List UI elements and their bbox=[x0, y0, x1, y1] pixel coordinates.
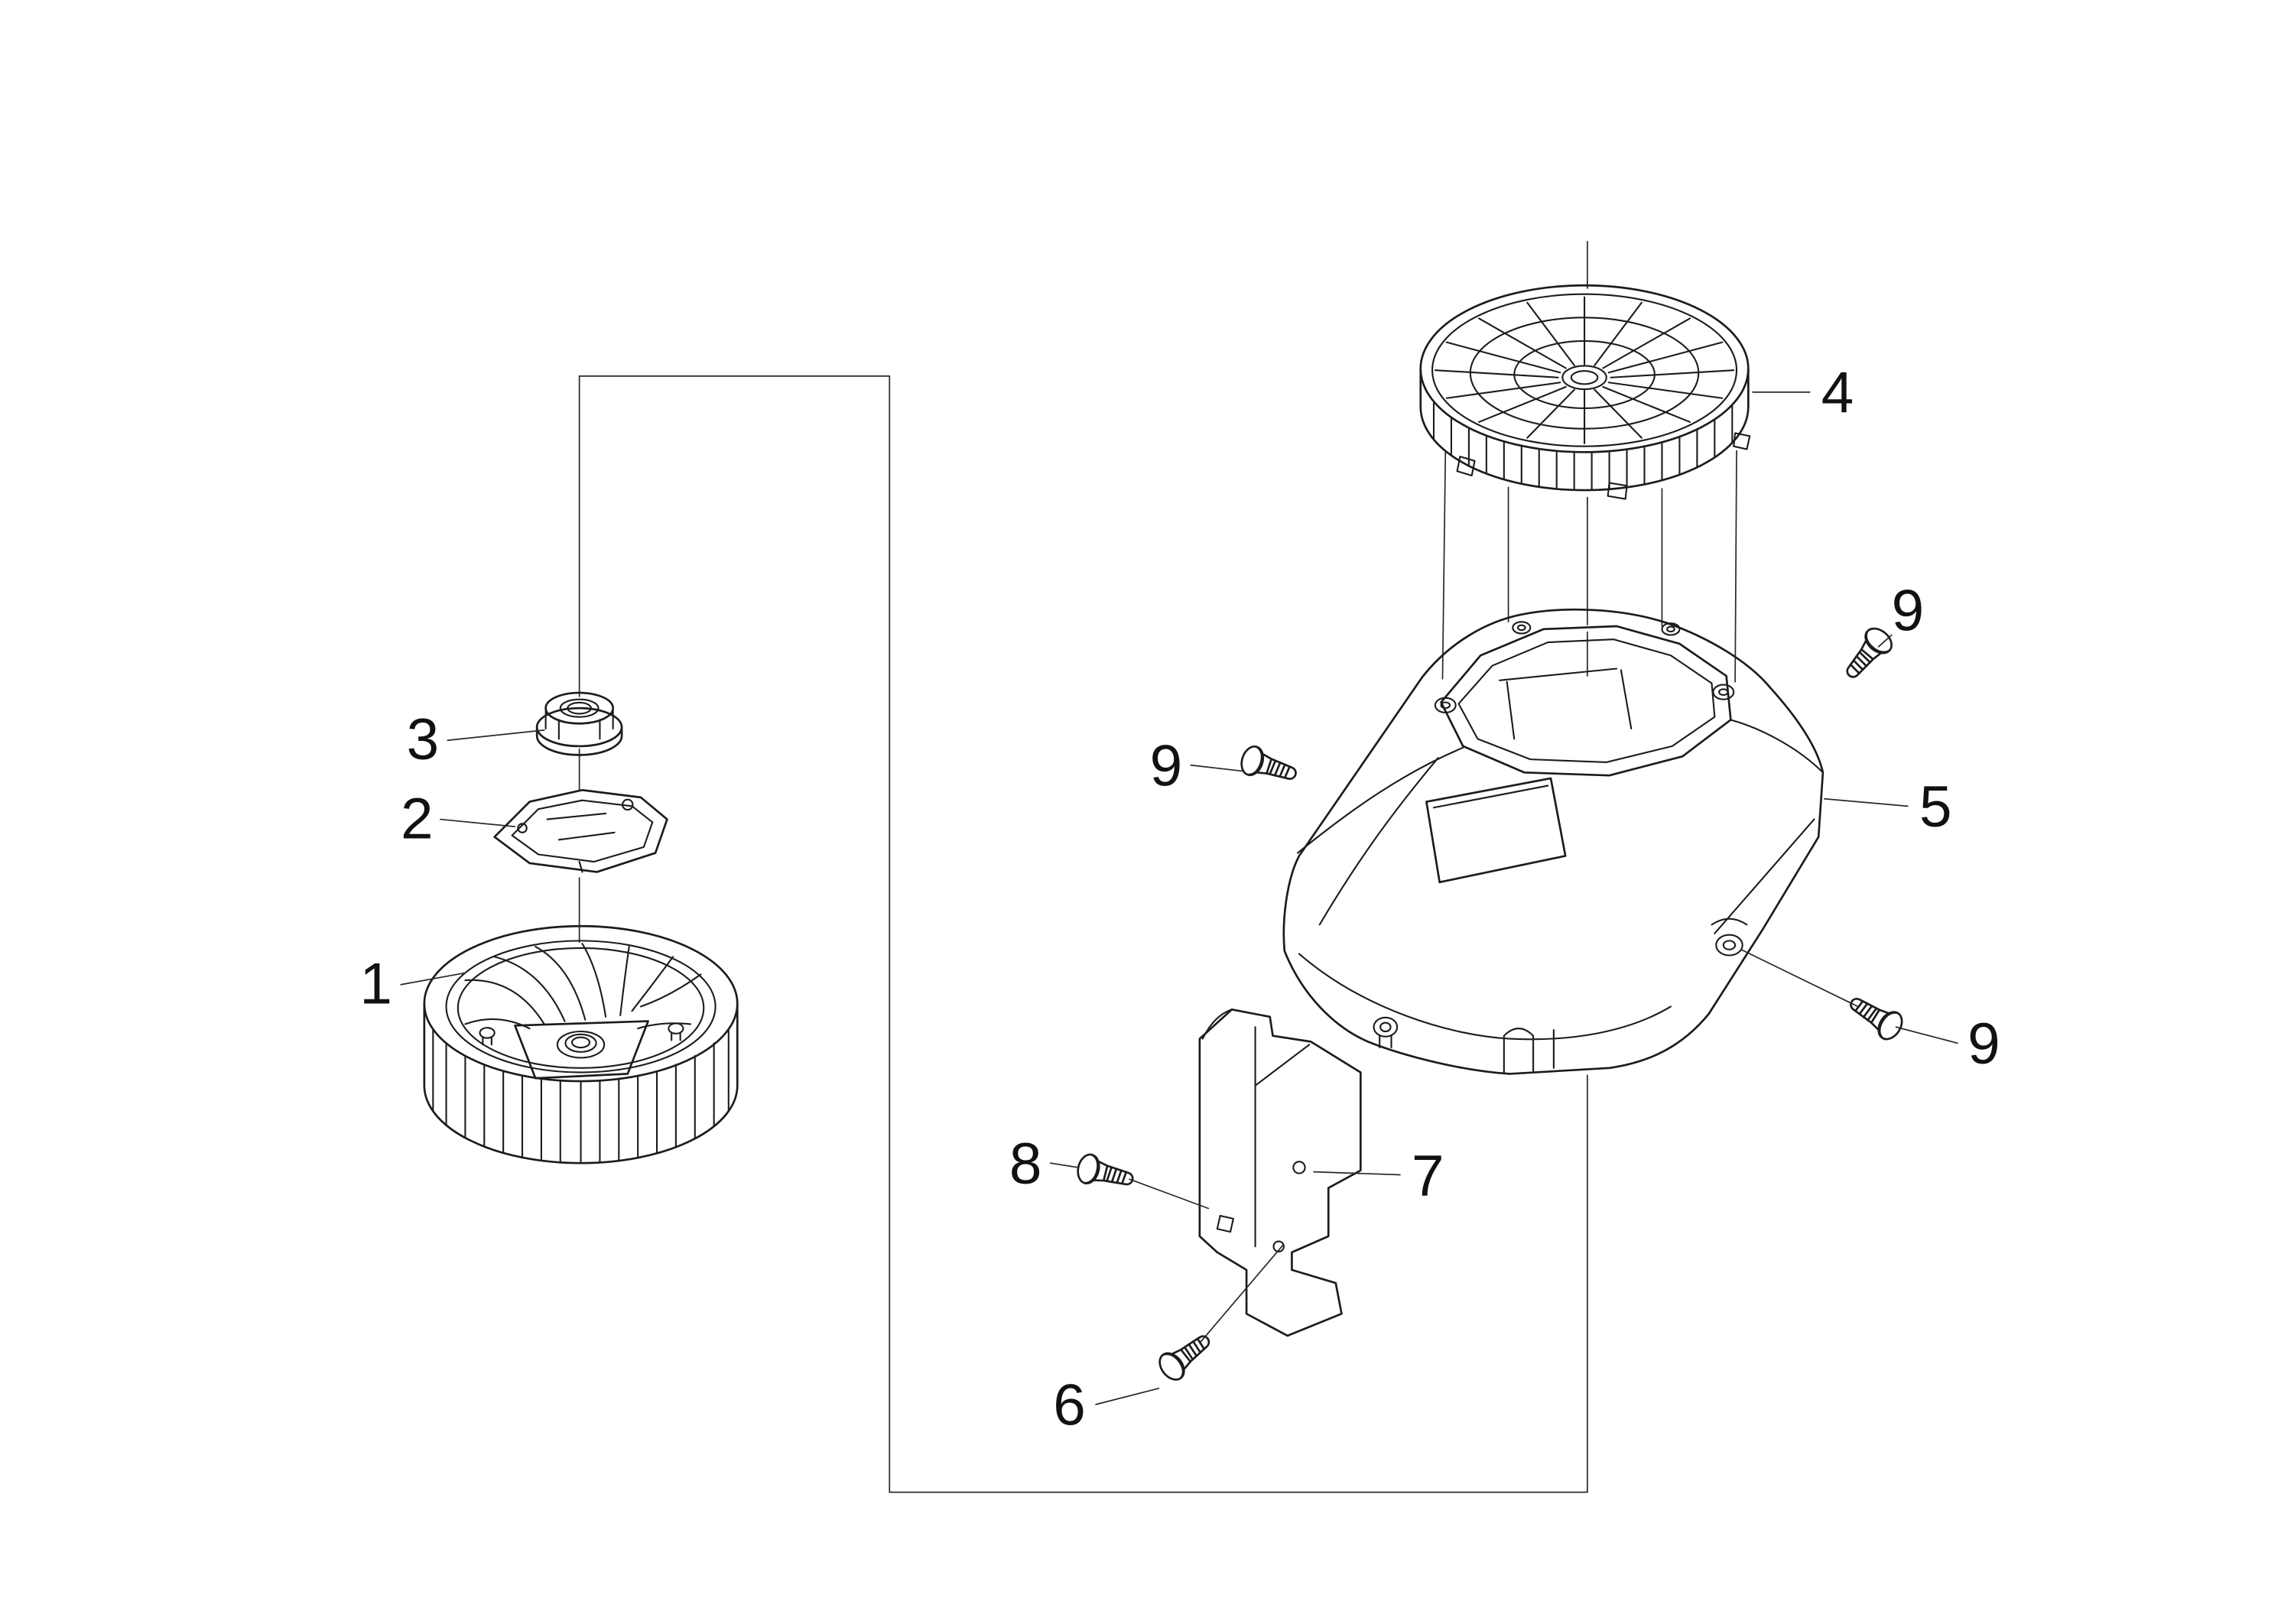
leader-9b bbox=[1877, 634, 1893, 648]
fan-hub-bolts bbox=[479, 1022, 684, 1046]
fan-inner-blades bbox=[464, 943, 702, 1030]
housing-opening-rim bbox=[1440, 625, 1732, 777]
housing-bottom-notch bbox=[1503, 1028, 1555, 1073]
fan-wheel bbox=[423, 924, 739, 1164]
baffle-plate bbox=[1198, 1008, 1362, 1337]
leader-9c bbox=[1895, 1026, 1958, 1044]
callout-2: 2 bbox=[401, 786, 434, 851]
axis-lines bbox=[578, 240, 1737, 1493]
housing-label-recess bbox=[1425, 777, 1567, 884]
callout-4: 4 bbox=[1821, 361, 1854, 426]
callout-9b: 9 bbox=[1892, 579, 1925, 644]
callout-8: 8 bbox=[1009, 1132, 1042, 1197]
callout-3: 3 bbox=[407, 707, 440, 772]
leader-6 bbox=[1095, 1387, 1160, 1405]
assembly-path-line bbox=[578, 375, 1588, 1493]
screw-9a bbox=[1236, 742, 1301, 790]
housing-screw-boss bbox=[1711, 918, 1748, 957]
callout-1: 1 bbox=[359, 952, 392, 1017]
callout-9a: 9 bbox=[1150, 734, 1183, 799]
callouts: 1 2 3 4 5 6 7 8 9 9 9 bbox=[359, 361, 2000, 1438]
screw6-to-baffle-line bbox=[1199, 1244, 1284, 1344]
screw-9c bbox=[1843, 988, 1908, 1044]
fan-cover bbox=[1419, 284, 1751, 500]
cover-rim-ribs bbox=[1432, 401, 1733, 491]
housing-keyhole-slot bbox=[1373, 1016, 1399, 1049]
callout-6: 6 bbox=[1053, 1373, 1086, 1438]
grille-spokes bbox=[1434, 296, 1735, 444]
screw8-to-baffle-line bbox=[1129, 1178, 1210, 1210]
leader-3 bbox=[447, 729, 545, 742]
screw-6 bbox=[1153, 1326, 1218, 1385]
leader-lines bbox=[400, 391, 1958, 1405]
leader-7 bbox=[1313, 1171, 1401, 1176]
fan-blade-ribs bbox=[432, 1028, 729, 1164]
leader-8 bbox=[1049, 1162, 1079, 1168]
cover-mount-tabs bbox=[1456, 432, 1751, 500]
callout-5: 5 bbox=[1919, 775, 1952, 840]
callout-9c: 9 bbox=[1967, 1012, 2000, 1077]
retainer-plate bbox=[493, 788, 668, 873]
leader-9a bbox=[1190, 764, 1243, 772]
screw-8 bbox=[1074, 1151, 1137, 1196]
leader-5 bbox=[1823, 797, 1909, 807]
callout-7: 7 bbox=[1412, 1143, 1444, 1208]
boss-to-screw9c-line bbox=[1740, 948, 1859, 1008]
leader-2 bbox=[440, 818, 516, 827]
screw-9b bbox=[1837, 622, 1898, 687]
blower-housing bbox=[1282, 608, 1824, 1075]
housing-opening-interior bbox=[1499, 667, 1633, 740]
flange-nut bbox=[535, 691, 623, 756]
housing-corner-bosses bbox=[1434, 621, 1735, 713]
cover-alignment-guides bbox=[1441, 450, 1737, 683]
leader-1 bbox=[400, 972, 466, 986]
